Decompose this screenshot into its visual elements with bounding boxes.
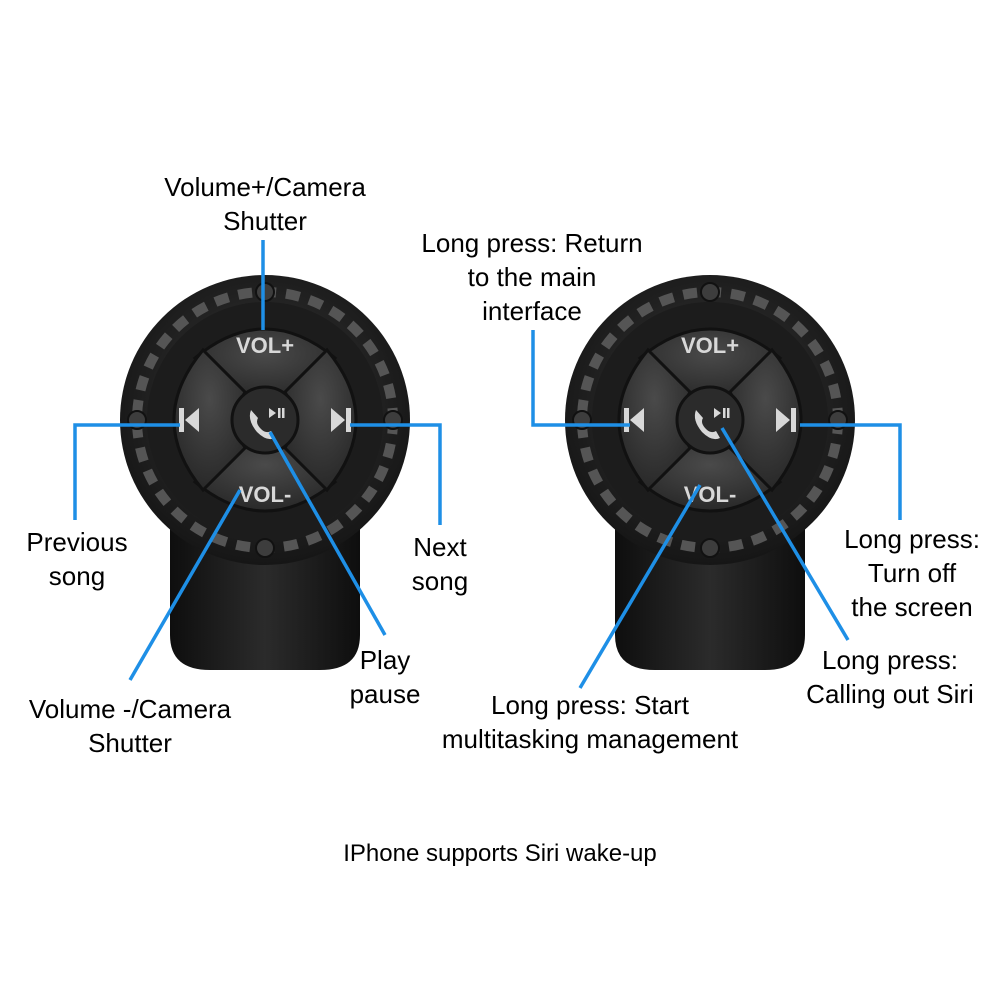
label-volume-up: Volume+/Camera Shutter (164, 172, 366, 236)
left-vol-plus-label: VOL+ (236, 333, 294, 358)
label-siri: Long press: Calling out Siri (806, 645, 974, 709)
label-volume-down: Volume -/Camera Shutter (28, 694, 232, 758)
callout-next (350, 423, 442, 525)
callout-main-interface (531, 330, 630, 427)
left-device: VOL+ VOL- (120, 275, 410, 670)
callout-siri (720, 427, 850, 641)
left-vol-minus-label: VOL- (239, 482, 292, 507)
label-main-interface: Long press: Return to the main interface (421, 228, 643, 326)
callout-lines (73, 240, 902, 689)
label-screen-off: Long press: Turn off the screen (844, 524, 980, 622)
right-vol-plus-label: VOL+ (681, 333, 739, 358)
callout-multitask (578, 484, 702, 689)
label-play-pause: Play pause (349, 645, 421, 709)
caption: IPhone supports Siri wake-up (343, 840, 657, 867)
label-previous-song: Previous song (26, 527, 128, 591)
callout-previous (73, 423, 180, 520)
right-vol-minus-label: VOL- (684, 482, 737, 507)
label-next-song: Next song (411, 532, 469, 596)
right-device: VOL+ VOL- (565, 275, 855, 670)
callout-volume-down (128, 489, 242, 681)
label-multitask: Long press: Start multitasking managemen… (441, 690, 739, 754)
callout-play (268, 431, 387, 636)
callout-screen-off (800, 423, 902, 520)
